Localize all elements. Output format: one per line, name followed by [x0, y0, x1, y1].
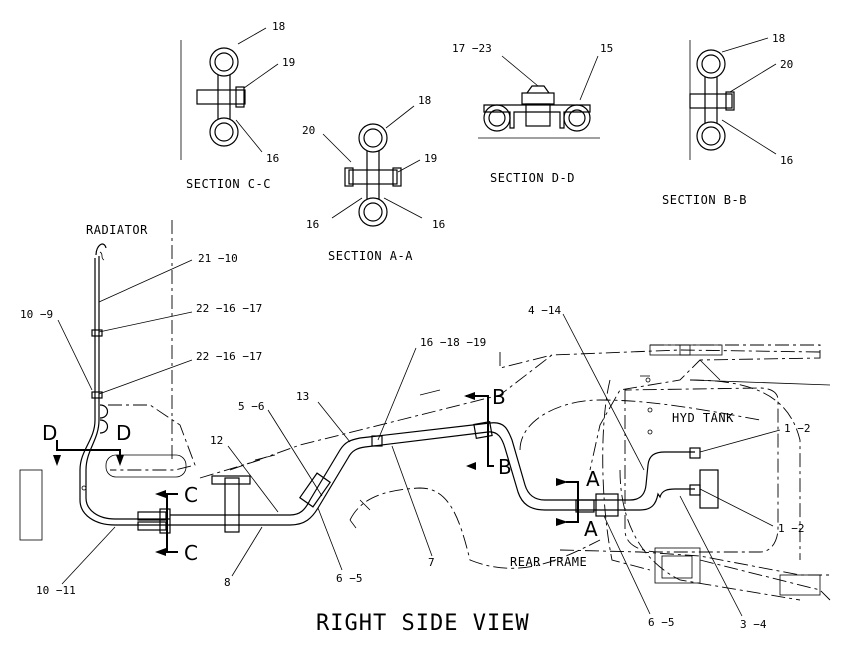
callout-22-16-17-upper: 22 −16 −17 — [196, 302, 262, 315]
callout-4-14: 4 −14 — [528, 304, 561, 317]
section-marker-a-top: A — [586, 467, 600, 491]
bb-callout-20: 20 — [780, 58, 793, 71]
callout-10-11: 10 −11 — [36, 584, 76, 597]
section-dd-label: SECTION D-D — [490, 171, 575, 185]
callout-12: 12 — [210, 434, 223, 447]
aa-callout-16-right: 16 — [432, 218, 445, 231]
section-marker-b-bottom: B — [498, 455, 512, 479]
chassis-outline — [19, 220, 831, 601]
callout-22-16-17-lower: 22 −16 −17 — [196, 350, 262, 363]
section-aa-label: SECTION A-A — [328, 249, 413, 263]
callout-21-10: 21 −10 — [198, 252, 238, 265]
aa-callout-18: 18 — [418, 94, 431, 107]
section-marker-d-left: D — [42, 421, 57, 445]
callout-6-5-right: 6 −5 — [648, 616, 675, 629]
dd-callout-15: 15 — [600, 42, 613, 55]
callout-labels: 21 −10 10 −9 22 −16 −17 22 −16 −17 16 −1… — [20, 252, 811, 631]
callout-1-2-upper: 1 −2 — [784, 422, 811, 435]
section-marker-c-bottom: C — [184, 541, 198, 565]
section-marker-b-top: B — [492, 385, 506, 409]
rear-frame-label: REAR FRAME — [510, 555, 587, 569]
aa-callout-16-left: 16 — [306, 218, 319, 231]
callout-6-5-left: 6 −5 — [336, 572, 363, 585]
hydraulic-lines — [79, 243, 719, 534]
bb-callout-18: 18 — [772, 32, 785, 45]
callout-1-2-lower: 1 −2 — [778, 522, 805, 535]
section-bb-detail: 18 20 16 SECTION B-B — [662, 32, 793, 207]
section-marker-d-right: D — [116, 421, 131, 445]
section-bb-label: SECTION B-B — [662, 193, 747, 207]
aa-callout-20: 20 — [302, 124, 315, 137]
cc-callout-18: 18 — [272, 20, 285, 33]
section-cc-label: SECTION C-C — [186, 177, 271, 191]
view-title: RIGHT SIDE VIEW — [316, 611, 530, 636]
section-marker-a-bottom: A — [584, 517, 598, 541]
callout-7: 7 — [428, 556, 435, 569]
callout-8: 8 — [224, 576, 231, 589]
leader-lines — [57, 259, 781, 617]
callout-16-18-19: 16 −18 −19 — [420, 336, 486, 349]
cc-callout-19: 19 — [282, 56, 295, 69]
hyd-tank-label: HYD TANK — [672, 411, 734, 425]
section-cc-detail: 18 19 16 SECTION C-C — [180, 20, 295, 191]
section-dd-detail: 17 −23 15 SECTION D-D — [452, 42, 613, 185]
bb-callout-16: 16 — [780, 154, 793, 167]
callout-5-6: 5 −6 — [238, 400, 265, 413]
section-cut-markers: D D C C B B A A — [42, 385, 600, 565]
dd-callout-17-23: 17 −23 — [452, 42, 492, 55]
section-aa-detail: 18 20 19 16 16 SECTION A-A — [302, 94, 445, 263]
callout-13: 13 — [296, 390, 309, 403]
callout-10-9: 10 −9 — [20, 308, 53, 321]
aa-callout-19: 19 — [424, 152, 437, 165]
radiator-label: RADIATOR — [86, 223, 148, 237]
callout-3-4: 3 −4 — [740, 618, 767, 631]
section-marker-c-top: C — [184, 483, 198, 507]
area-labels: RADIATOR HYD TANK REAR FRAME — [86, 223, 734, 569]
cc-callout-16: 16 — [266, 152, 279, 165]
